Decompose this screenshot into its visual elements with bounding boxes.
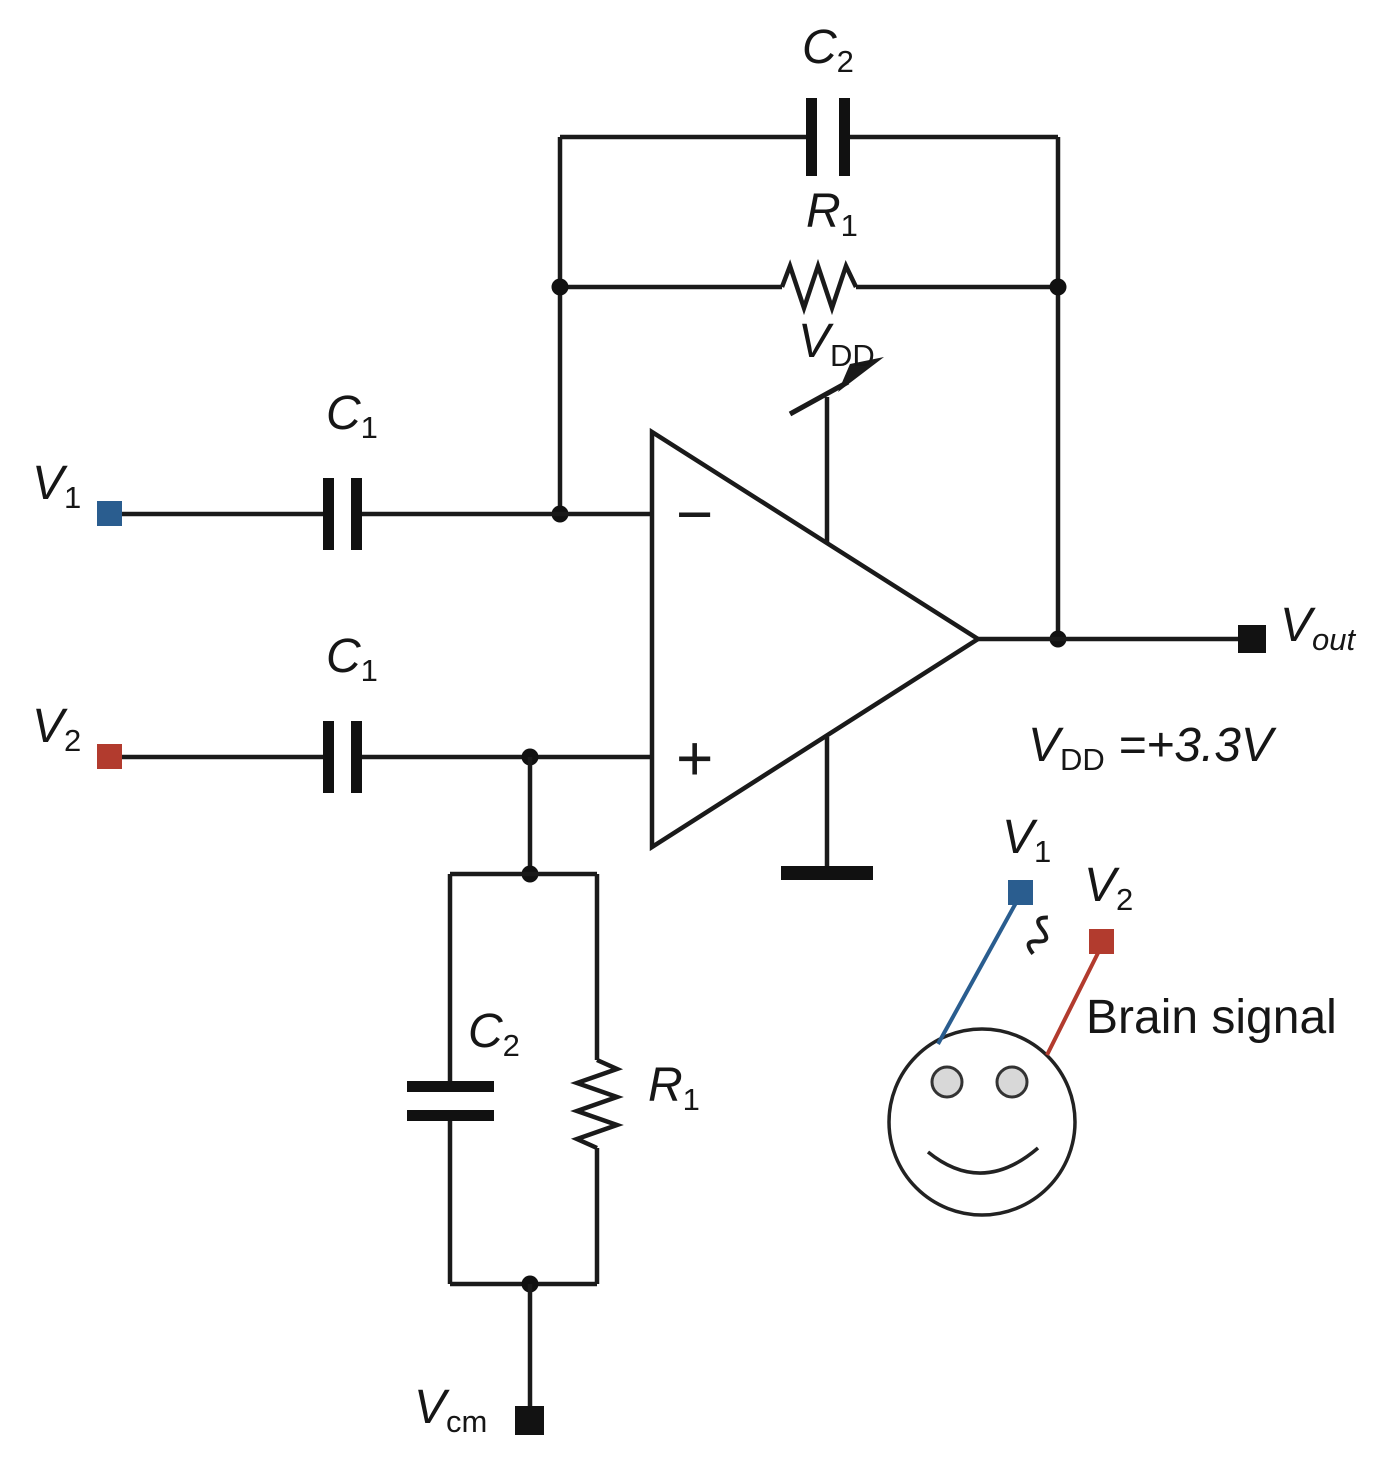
label-c1-lower: C1 bbox=[326, 630, 378, 688]
capacitor-c2-shunt-plate-top bbox=[407, 1081, 494, 1092]
junction-dot bbox=[1049, 278, 1067, 296]
label-v2-electrode: V2 bbox=[1084, 859, 1134, 917]
terminal-v2-input bbox=[97, 744, 122, 769]
label-vout: Vout bbox=[1280, 599, 1356, 657]
vdd-arrow-head bbox=[838, 357, 884, 392]
electrode-wire-v1 bbox=[936, 900, 1019, 1045]
terminal-v1-electrode bbox=[1008, 880, 1033, 905]
capacitor-c1-lower-plate-right bbox=[351, 721, 362, 793]
head-eye-right bbox=[995, 1065, 1029, 1099]
label-c2-feedback: C2 bbox=[802, 21, 854, 79]
head-eye-left bbox=[930, 1065, 964, 1099]
label-brain-signal: Brain signal bbox=[1086, 991, 1337, 1044]
capacitor-c1-upper-plate-left bbox=[323, 478, 334, 550]
label-v1-input: V1 bbox=[32, 457, 82, 515]
capacitor-c1-lower-plate-left bbox=[323, 721, 334, 793]
resistor-r1-feedback bbox=[779, 258, 859, 316]
junction-dot bbox=[551, 278, 569, 296]
label-r1-feedback: R1 bbox=[806, 185, 858, 243]
capacitor-c1-upper-plate-right bbox=[351, 478, 362, 550]
label-c1-upper: C1 bbox=[326, 387, 378, 445]
label-vdd-supply: VDD bbox=[798, 315, 875, 373]
ground-symbol bbox=[781, 866, 873, 880]
resistor-r1-shunt bbox=[570, 1057, 624, 1151]
terminal-vcm bbox=[515, 1406, 544, 1435]
signal-squiggle-icon bbox=[1026, 915, 1049, 956]
label-r1-shunt: R1 bbox=[648, 1059, 700, 1117]
opamp-inverting-sign: − bbox=[676, 478, 713, 550]
terminal-v1-input bbox=[97, 501, 122, 526]
terminal-v2-electrode bbox=[1089, 929, 1114, 954]
opamp-triangle bbox=[649, 427, 983, 852]
vdd-arrow-shaft bbox=[788, 379, 850, 417]
terminal-vout bbox=[1238, 625, 1266, 653]
opamp-noninverting-sign: + bbox=[676, 722, 713, 794]
capacitor-c2-shunt-plate-bottom bbox=[407, 1110, 494, 1121]
label-vdd-value: VDD =+3.3V bbox=[1028, 719, 1273, 777]
electrode-wire-v2 bbox=[1045, 952, 1100, 1056]
label-c2-shunt: C2 bbox=[468, 1005, 520, 1063]
capacitor-c2-feedback-plate-left bbox=[806, 98, 817, 176]
label-v1-electrode: V1 bbox=[1002, 811, 1052, 869]
head-outline bbox=[887, 1027, 1077, 1217]
label-vcm: Vcm bbox=[414, 1381, 488, 1439]
capacitor-c2-feedback-plate-right bbox=[839, 98, 850, 176]
head-smile bbox=[926, 1146, 1040, 1175]
label-v2-input: V2 bbox=[32, 700, 82, 758]
